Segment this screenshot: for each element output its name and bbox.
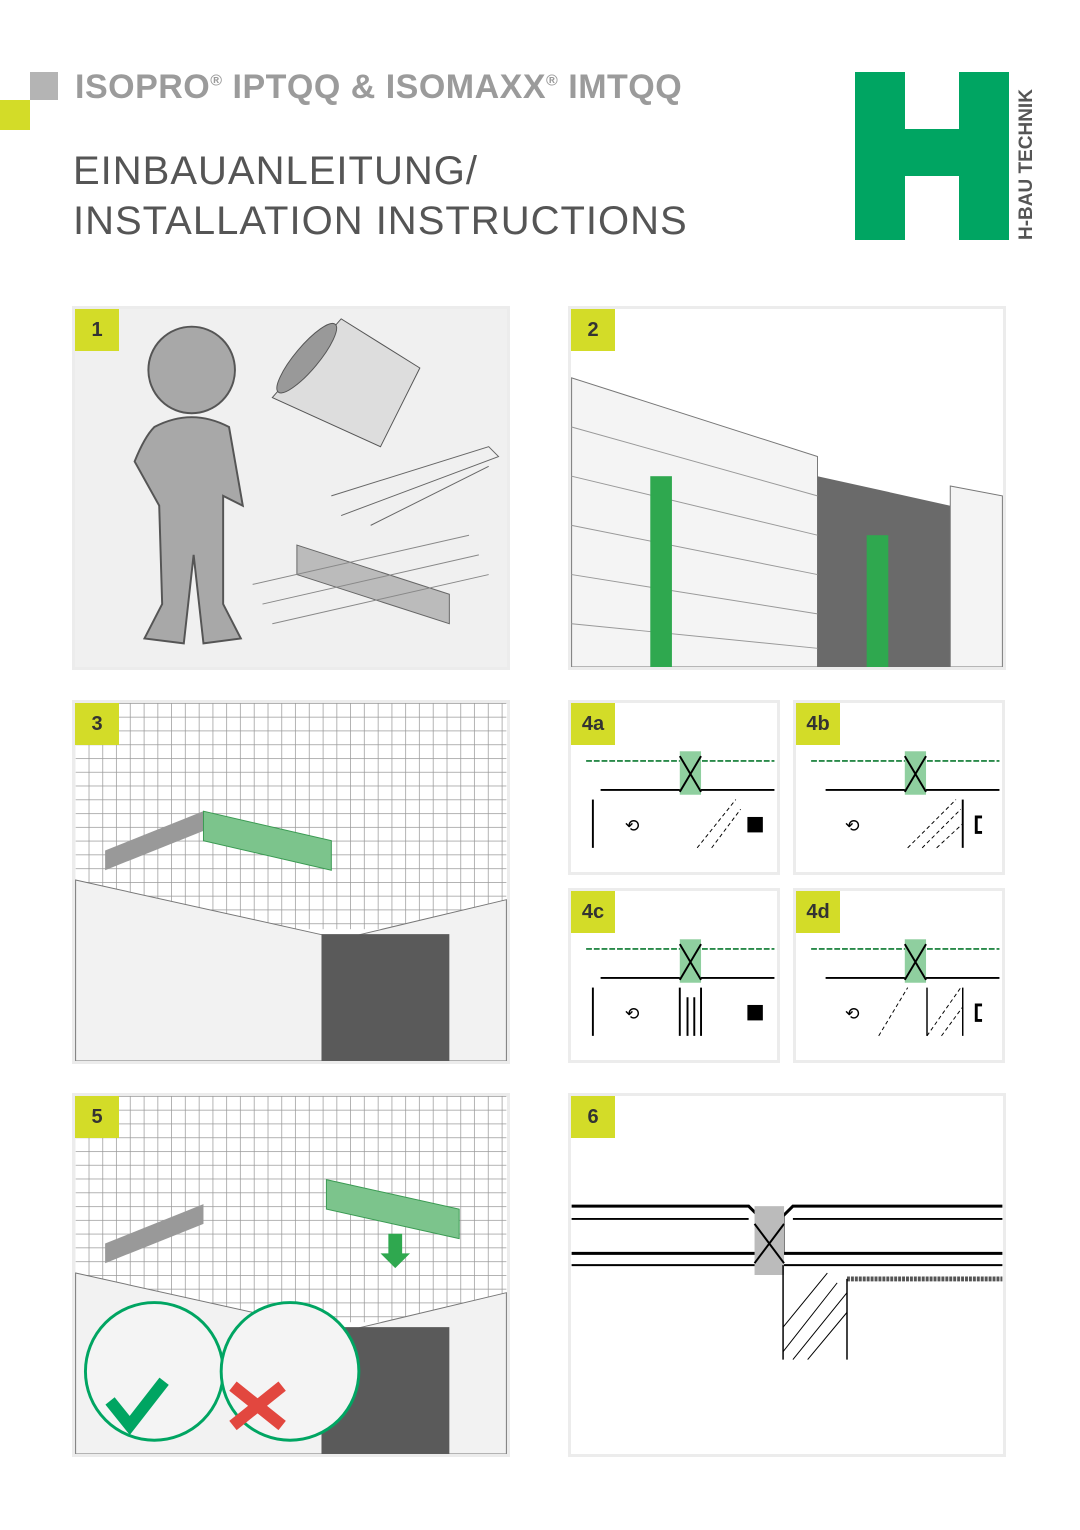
step-label: 4a — [571, 703, 615, 745]
rotation-icon: ⟲ — [625, 815, 640, 835]
correct-detail-circle — [83, 1301, 225, 1442]
step-label: 4c — [571, 891, 615, 933]
step-label: 4d — [796, 891, 840, 933]
page-title: EINBAUANLEITUNG/ INSTALLATION INSTRUCTIO… — [73, 146, 688, 246]
registered-mark: ® — [210, 72, 223, 90]
step-4d-panel: 4d ⟲ — [793, 888, 1005, 1063]
step-label: 2 — [571, 309, 615, 351]
section-detail-4d: ⟲ — [811, 939, 1000, 1037]
step-label: 1 — [75, 309, 119, 351]
title-german: EINBAUANLEITUNG/ — [73, 149, 478, 193]
checkmark-icon — [105, 1377, 169, 1436]
step-5-panel: 5 — [72, 1093, 510, 1457]
element-placement-illustration — [75, 1096, 507, 1454]
step-label: 3 — [75, 703, 119, 745]
final-section-illustration — [571, 1204, 1003, 1360]
rotation-icon: ⟲ — [625, 1003, 640, 1023]
decor-square-gray — [30, 72, 58, 100]
step-6-panel: 6 — [568, 1093, 1006, 1457]
wall-with-rebar-illustration — [571, 377, 1003, 667]
step-4b-panel: 4b ⟲ — [793, 700, 1005, 875]
decor-square-yellow — [0, 100, 30, 130]
rotation-icon: ⟲ — [845, 815, 860, 835]
step-4c-panel: 4c ⟲ — [568, 888, 780, 1063]
product-name-isopro: ISOPRO — [75, 68, 211, 106]
section-detail-4a: ⟲ — [586, 751, 775, 849]
logo-text: H-BAU TECHNIK — [1016, 89, 1037, 240]
product-name-imtqq: IMTQQ — [558, 68, 683, 106]
product-title: ISOPRO® IPTQQ & ISOMAXX® IMTQQ — [75, 68, 682, 107]
title-english: INSTALLATION INSTRUCTIONS — [73, 199, 688, 243]
step-label: 6 — [571, 1096, 615, 1138]
section-detail-4b: ⟲ — [811, 751, 1000, 849]
rotation-icon: ⟲ — [845, 1003, 860, 1023]
registered-mark: ® — [546, 72, 559, 90]
formwork-installation-illustration — [75, 703, 507, 1061]
step-1-panel: 1 — [72, 306, 510, 670]
step-2-panel: 2 — [568, 306, 1006, 670]
step-4a-panel: 4a ⟲ — [568, 700, 780, 875]
step-3-panel: 3 — [72, 700, 510, 1064]
step-label: 4b — [796, 703, 840, 745]
section-detail-4c: ⟲ — [586, 939, 775, 1036]
person-and-materials-illustration — [133, 318, 500, 645]
step-label: 5 — [75, 1096, 119, 1138]
cross-icon — [229, 1381, 286, 1431]
h-logo — [855, 72, 1009, 240]
product-name-isomaxx: IPTQQ & ISOMAXX — [222, 68, 547, 106]
